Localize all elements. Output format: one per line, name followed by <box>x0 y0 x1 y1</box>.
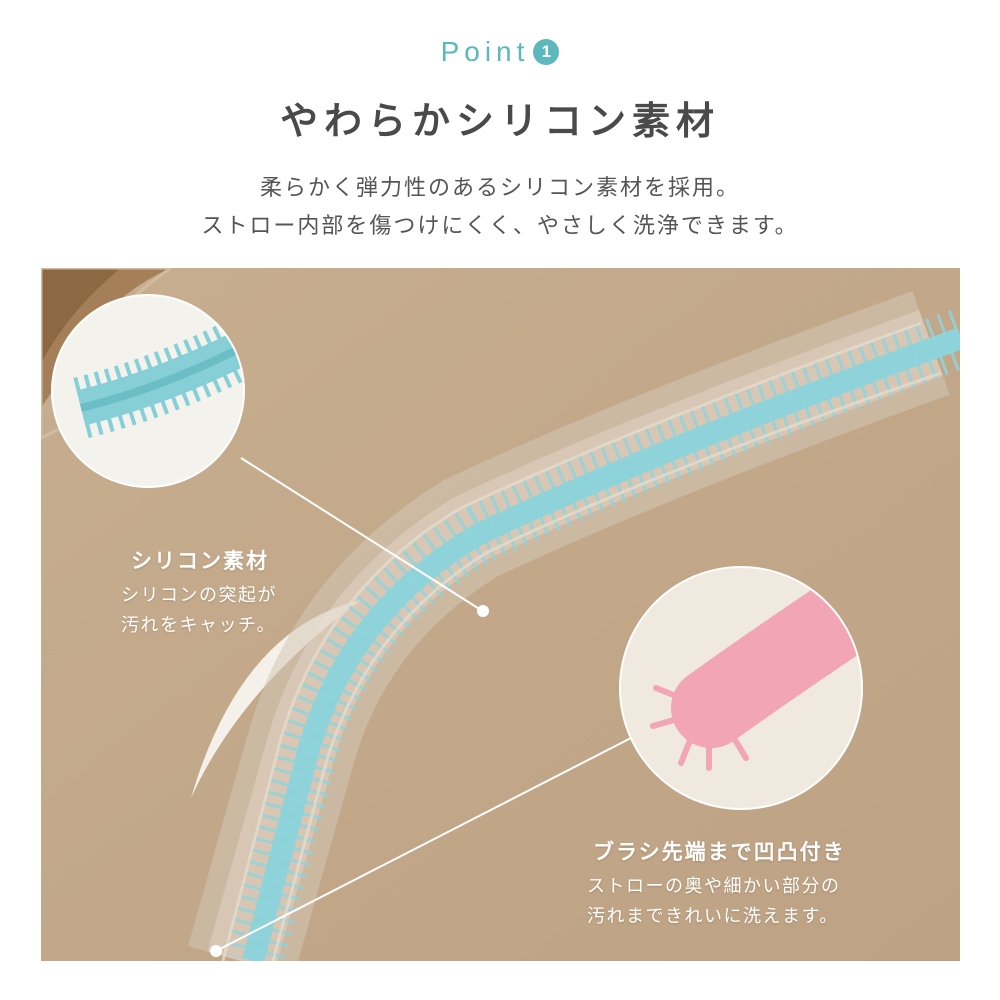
callout-line-left <box>240 457 482 611</box>
brush-core <box>242 327 960 961</box>
lead-line-1: 柔らかく弾力性のあるシリコン素材を採用。 <box>259 176 740 201</box>
point-text: Point <box>440 36 530 67</box>
straw-edge-top <box>221 321 922 961</box>
point-label: Point 1 <box>0 36 1000 68</box>
lead-text: 柔らかく弾力性のあるシリコン素材を採用。 ストロー内部を傷つけにくく、やさしく洗… <box>0 170 1000 246</box>
callout-text-silicone-line1: シリコンの突起が <box>121 585 277 606</box>
wood-tray-shade <box>41 268 121 363</box>
callout-text-brush-tip: ストローの奥や細かい部分の 汚れまできれいに洗えます。 <box>587 872 841 932</box>
point-number-badge: 1 <box>533 39 560 65</box>
product-photo: シリコン素材 シリコンの突起が 汚れをキャッチ。 ブラシ先端まで凹凸付き ストロ… <box>41 268 960 961</box>
callout-title-silicone: シリコン素材 <box>131 549 269 573</box>
callout-text-brush-tip-line1: ストローの奥や細かい部分の <box>587 876 841 897</box>
callout-dot-right <box>210 945 222 957</box>
callout-text-silicone: シリコンの突起が 汚れをキャッチ。 <box>121 581 277 641</box>
page-title: やわらかシリコン素材 <box>279 99 720 143</box>
product-illustration <box>41 268 960 961</box>
callout-dot-left <box>477 605 489 617</box>
callout-text-silicone-line2: 汚れをキャッチ。 <box>121 615 277 636</box>
closeup-left <box>53 296 243 486</box>
header: Point 1 やわらかシリコン素材 柔らかく弾力性のあるシリコン素材を採用。 … <box>0 0 1000 268</box>
callout-title-brush-tip: ブラシ先端まで凹凸付き <box>593 840 846 864</box>
callout-text-brush-tip-line2: 汚れまできれいに洗えます。 <box>587 906 839 927</box>
straw-edge-bottom <box>271 371 942 961</box>
lead-line-2: ストロー内部を傷つけにくく、やさしく洗浄できます。 <box>201 214 799 239</box>
callout-line-right <box>215 737 632 952</box>
